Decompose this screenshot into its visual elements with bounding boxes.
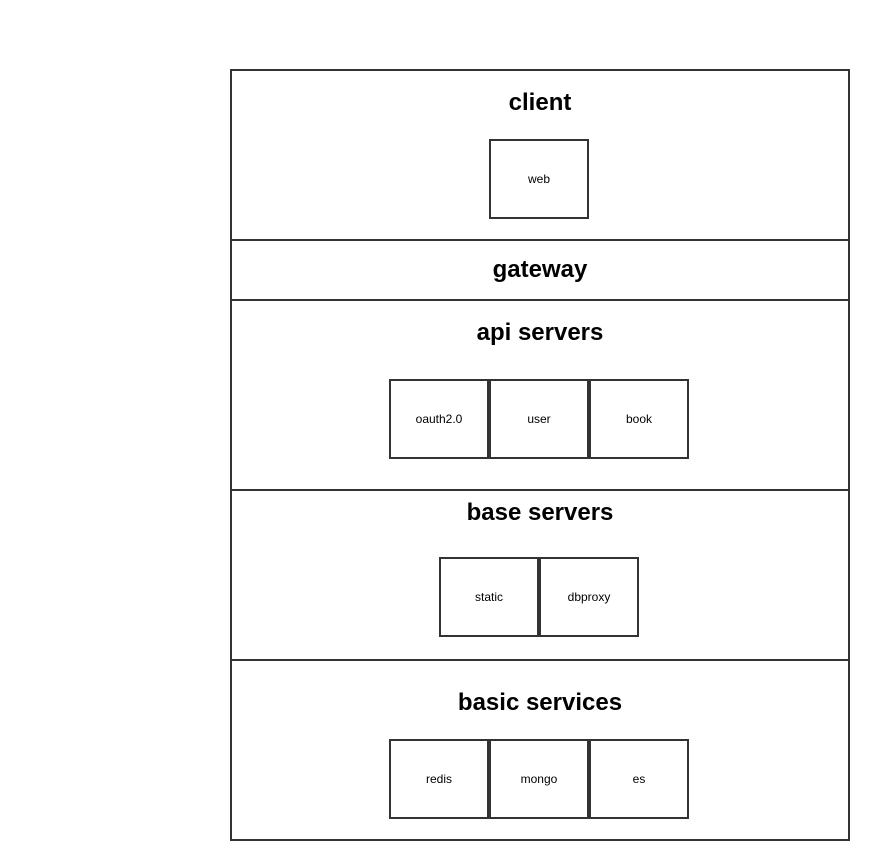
node-book: book	[589, 379, 689, 459]
layer-title-gateway: gateway	[492, 256, 588, 283]
layer-title-api-servers: api servers	[476, 319, 604, 346]
layer-title-client: client	[508, 89, 572, 116]
node-static: static	[439, 557, 539, 637]
layer-title-base-servers: base servers	[466, 499, 614, 526]
node-es: es	[589, 739, 689, 819]
node-dbproxy: dbproxy	[539, 557, 639, 637]
node-redis: redis	[389, 739, 489, 819]
node-web: web	[489, 139, 589, 219]
node-mongo: mongo	[489, 739, 589, 819]
layer-title-basic-services: basic services	[457, 689, 623, 716]
node-user: user	[489, 379, 589, 459]
node-oauth2: oauth2.0	[389, 379, 489, 459]
layer-gateway: gateway	[230, 239, 850, 302]
